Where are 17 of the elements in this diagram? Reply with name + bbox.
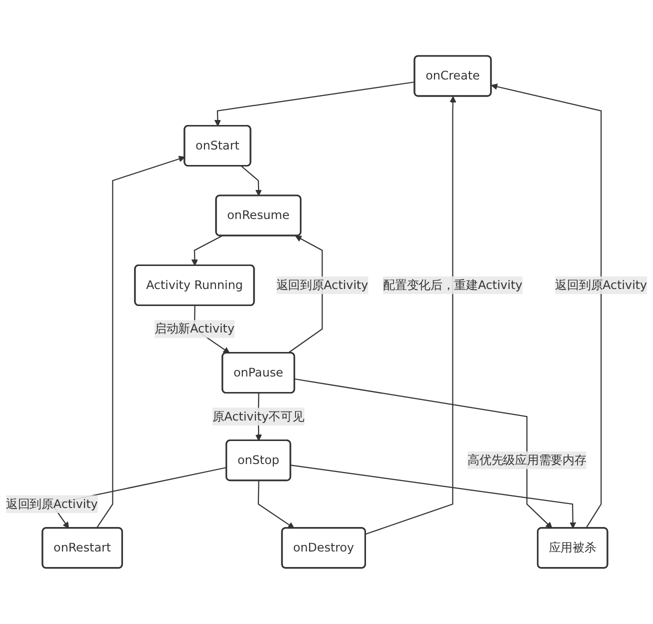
arrow [191, 235, 222, 266]
arrow [288, 236, 323, 354]
arrow [294, 378, 552, 529]
edge-label: 返回到原Activity [6, 496, 98, 511]
edge-label: 配置变化后，重建Activity [383, 278, 522, 292]
edge-label: 原Activity不可见 [212, 409, 304, 424]
edge-label: 返回到原Activity [276, 278, 368, 292]
arrow [214, 82, 415, 126]
arrow [96, 156, 186, 529]
arrow [240, 166, 262, 196]
edge-label: 高优先级应用需要内存 [468, 452, 586, 468]
edge-label: 返回到原Activity [555, 278, 648, 292]
arrow [290, 464, 576, 529]
arrow [491, 84, 602, 529]
arrow [365, 96, 456, 535]
edge-label: 启动新Activity [154, 322, 234, 336]
arrow [258, 480, 294, 529]
